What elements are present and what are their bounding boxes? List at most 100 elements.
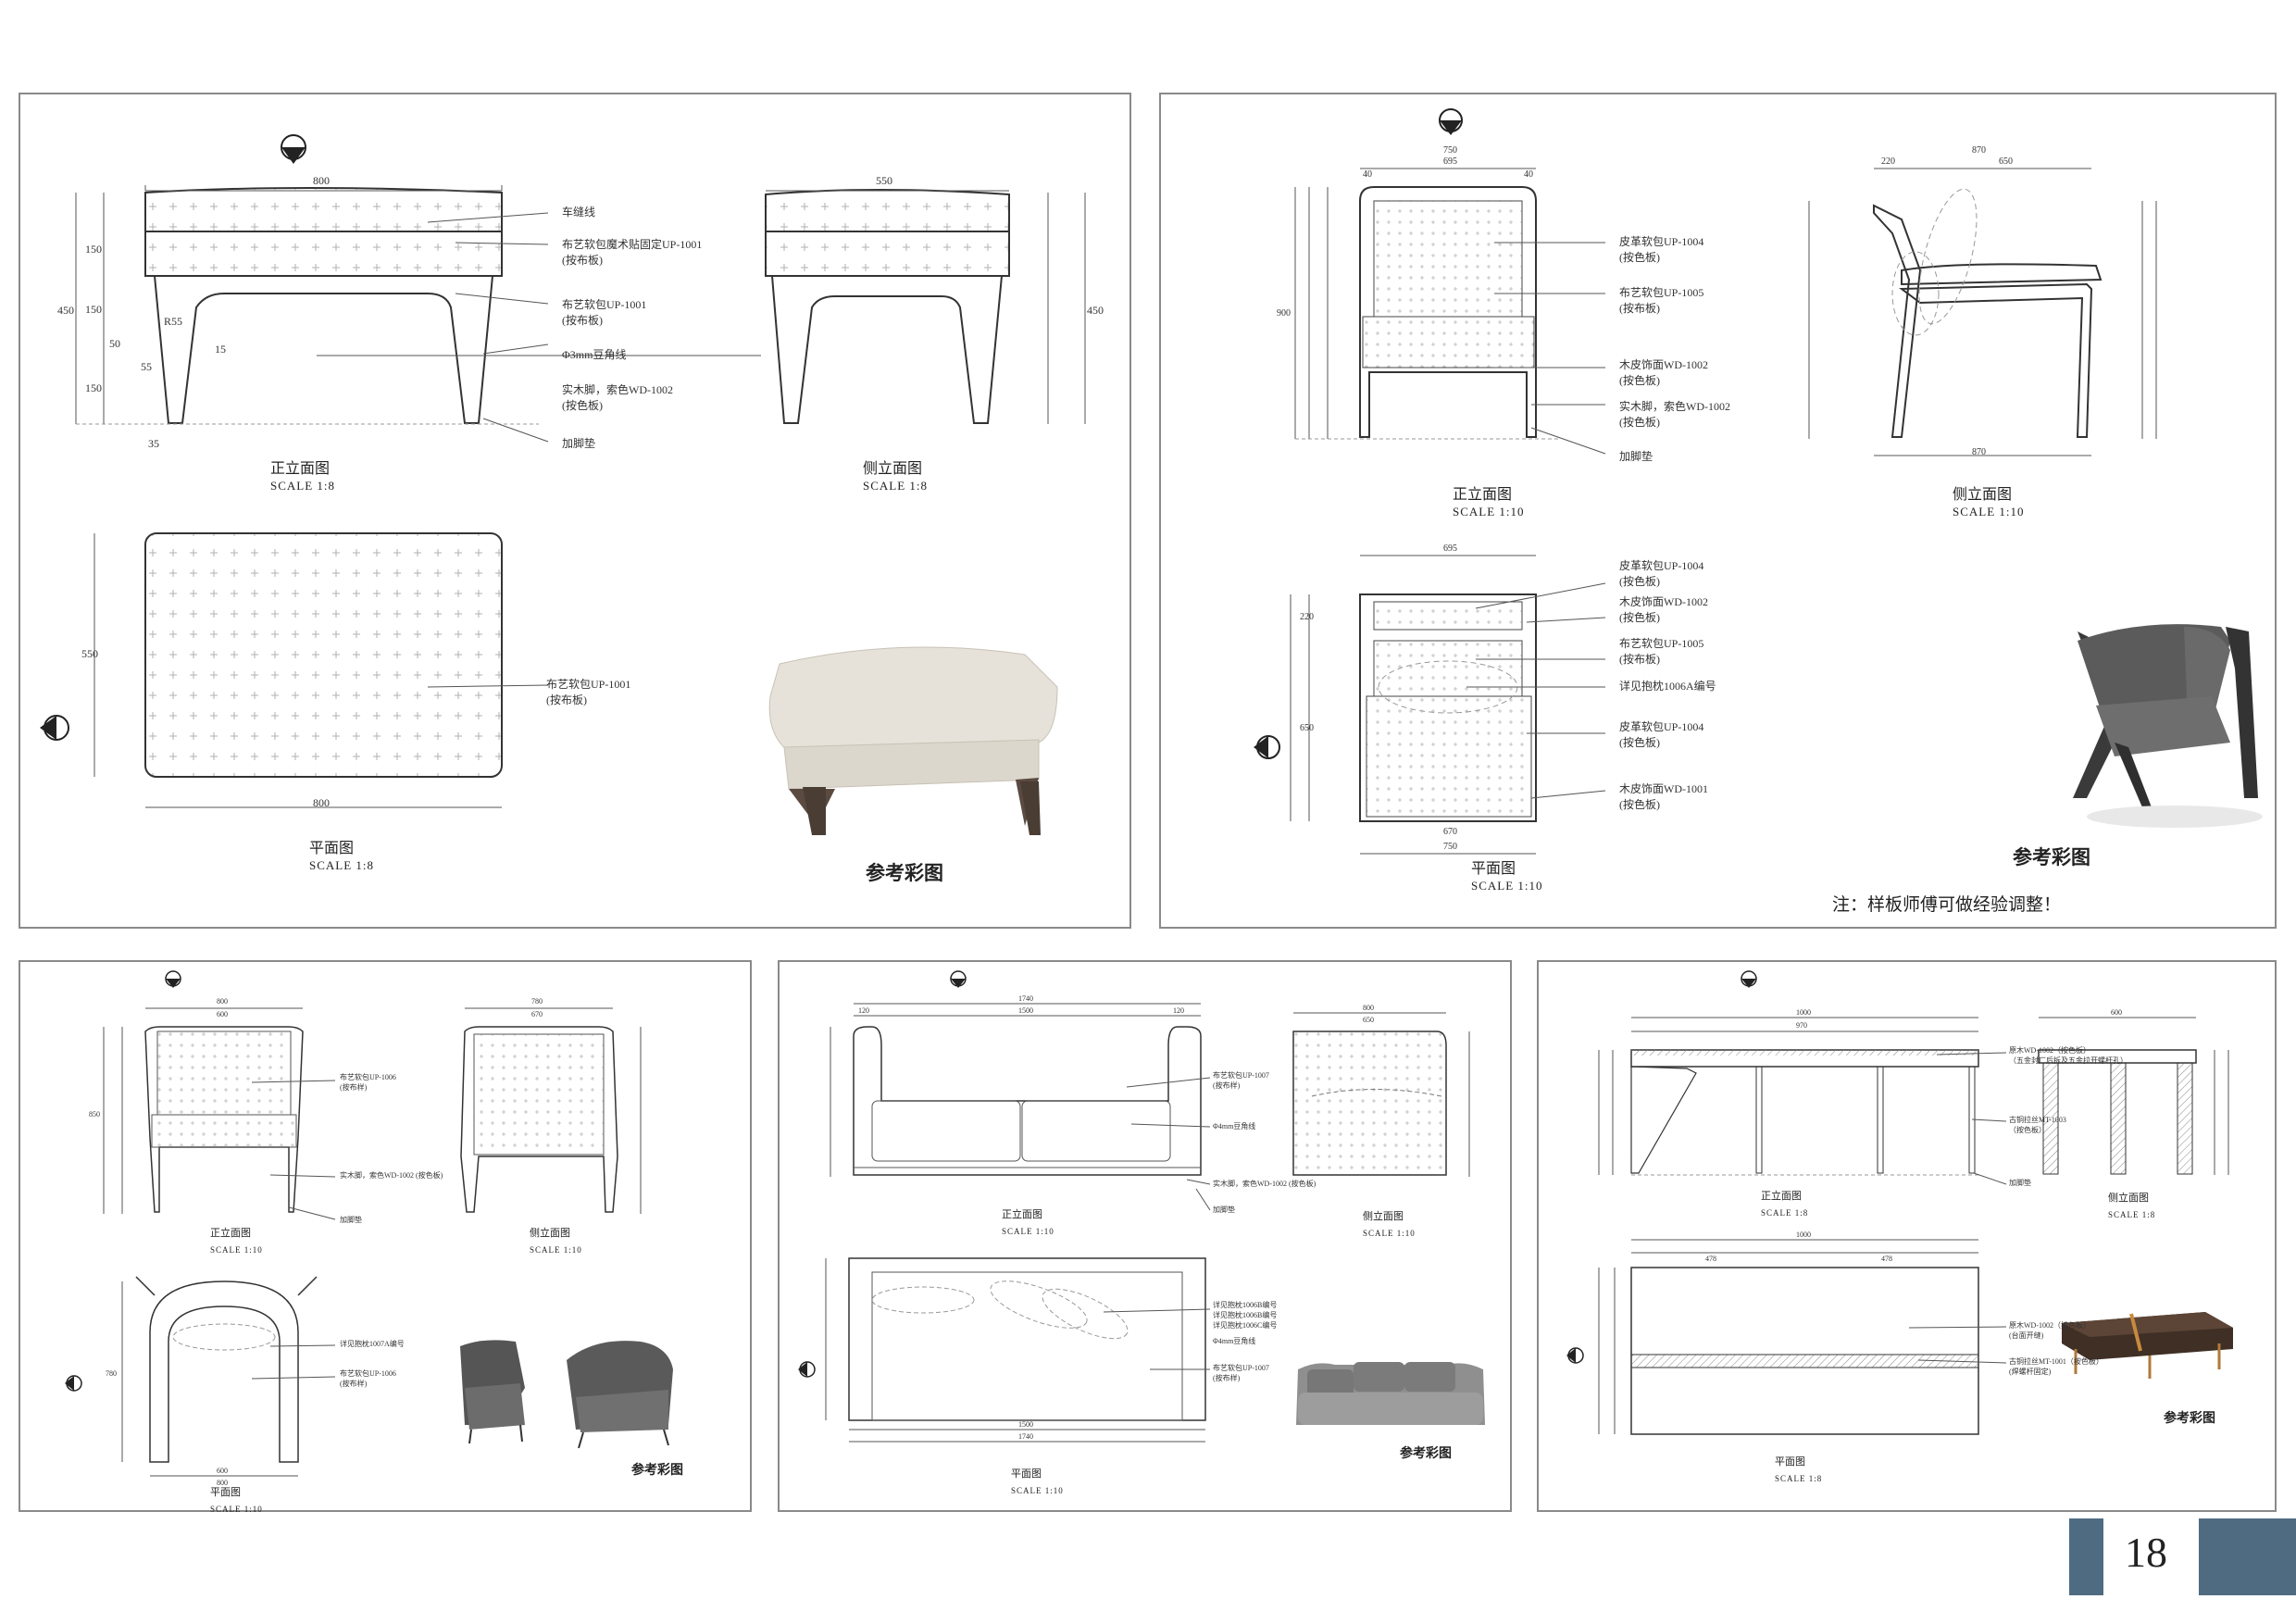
dim-1500: 1500 — [1018, 1006, 1033, 1015]
armchair-leaders — [1494, 242, 1606, 455]
section-marker-b — [1439, 108, 1463, 135]
label-upholstery-up1001: 布艺软包UP-1001 — [562, 298, 647, 311]
dim-800: 800 — [217, 997, 228, 1006]
plan-label-by-color-2: (按色板) — [1619, 611, 1660, 624]
table-plan — [1598, 1239, 2007, 1435]
drawing-panel-coffee-table: 原木WD-1002（按色板） （五金封厂后拆及五金拉开螺杆孔） 古铜拉丝MT-1… — [1537, 960, 2277, 1512]
drawing-panel-ottoman: 车缝线 布艺软包魔术贴固定UP-1001 (按布板) 布艺软包UP-1001 (… — [19, 93, 1131, 929]
caption-sofa-front: 正立面图 SCALE 1:10 — [1002, 1209, 1054, 1236]
plan-label-pillow-2: 详见抱枕1006B编号 — [1213, 1311, 1278, 1319]
caption-lounge-front: 正立面图 SCALE 1:10 — [210, 1228, 263, 1255]
ottoman-reference-photo — [768, 646, 1058, 835]
label-by-sample-2: (按布样) — [340, 1380, 368, 1388]
armchair-front-elevation — [1294, 168, 1559, 440]
caption-sofa-side: 侧立面图 SCALE 1:10 — [1363, 1211, 1416, 1238]
dim-side-870: 870 — [1972, 145, 1986, 156]
plan-label-pillow-1: 详见抱枕1006B编号 — [1213, 1301, 1278, 1309]
label-fabric-up1006: 布艺软包UP-1006 — [340, 1073, 396, 1081]
dim-plan-600: 600 — [217, 1467, 228, 1475]
dim-plan-478-left: 478 — [1705, 1255, 1716, 1263]
label-piping: Φ3mm豆角线 — [562, 348, 627, 361]
caption-armchair-plan: 平面图 SCALE 1:10 — [1471, 861, 1543, 893]
dim-35: 35 — [148, 437, 159, 450]
caption-armchair-side: 侧立面图 SCALE 1:10 — [1953, 487, 2025, 518]
label-by-color: （按色板） — [2009, 1126, 2046, 1134]
table-leaders — [1936, 1052, 2007, 1185]
sofa-plan — [825, 1257, 1211, 1443]
plan-label-pillow-3: 详见抱枕1006C编号 — [1213, 1321, 1278, 1330]
caption-armchair-front: 正立面图 SCALE 1:10 — [1453, 487, 1525, 518]
lounge-chair-drawing — [65, 970, 673, 1477]
label-foot-pad: 加脚垫 — [2009, 1179, 2031, 1187]
label-veneer-wd1002: 木皮饰面WD-1002 — [1619, 358, 1708, 371]
dim-plan-478-right: 478 — [1881, 1255, 1892, 1263]
section-marker-b — [1741, 970, 1757, 988]
ottoman-drawing — [40, 134, 1086, 835]
label-by-fabric-2: (按布板) — [562, 314, 603, 327]
dim-plan-695: 695 — [1443, 543, 1457, 554]
reference-image-label: 参考彩图 — [631, 1463, 683, 1478]
lounge-plan — [121, 1276, 336, 1477]
section-marker-c — [1254, 735, 1280, 759]
label-by-sample-1: (按布样) — [1213, 1081, 1241, 1090]
label-wood-wd1002: 原木WD-1002（按色板） — [2009, 1046, 2090, 1055]
plan-label-leather-2: 皮革软包UP-1004 — [1619, 720, 1704, 733]
caption-ottoman-side: 侧立面图 SCALE 1:8 — [863, 461, 929, 493]
dim-side-600: 600 — [2111, 1008, 2122, 1017]
label-foot-pad: 加脚垫 — [1619, 450, 1653, 463]
label-wood-leg: 实木脚，索色WD-1002 — [562, 383, 673, 396]
ottoman-side-elevation — [765, 189, 1086, 424]
ottoman-plan — [94, 532, 549, 808]
section-marker-c — [65, 1375, 82, 1392]
caption-lounge-side: 侧立面图 SCALE 1:10 — [530, 1228, 582, 1255]
label-wood-leg: 实木脚，索色WD-1002 — [1619, 400, 1730, 413]
lounge-front-elevation — [103, 1007, 304, 1214]
dim-plan-650: 650 — [1300, 723, 1314, 733]
dim-side-220: 220 — [1881, 156, 1895, 167]
page-number: 18 — [2125, 1529, 2167, 1576]
dim-plan-670: 670 — [1443, 827, 1457, 837]
label-wood-leg: 实木脚，索色WD-1002 (按色板) — [340, 1171, 443, 1180]
dim-40-left: 40 — [1363, 169, 1372, 180]
sample-maker-note: 注：样板师傅可做经验调整！ — [1832, 895, 2062, 915]
plan-label-by-color-3: (按色板) — [1619, 736, 1660, 749]
dim-55: 55 — [141, 360, 152, 373]
plan-label-by-sample: (按布样) — [1213, 1374, 1241, 1382]
dim-plan-750: 750 — [1443, 842, 1457, 852]
dim-plan-220: 220 — [1300, 612, 1314, 622]
dim-670: 670 — [531, 1010, 543, 1018]
dim-150-top: 150 — [85, 243, 102, 256]
drawing-panel-lounge-chair: 布艺软包UP-1006 (按布样) 实木脚，索色WD-1002 (按色板) 加脚… — [19, 960, 752, 1514]
plan-label-leather-1: 皮革软包UP-1004 — [1619, 559, 1704, 572]
armchair-plan — [1290, 555, 1537, 855]
label-stitch-line: 车缝线 — [562, 206, 596, 219]
reference-image-label: 参考彩图 — [2013, 846, 2090, 868]
plan-label-by-color-4: (按色板) — [1619, 798, 1660, 811]
lounge-reference-photo — [460, 1340, 673, 1449]
plan-label-veneer-1: 木皮饰面WD-1002 — [1619, 595, 1708, 608]
section-marker-b — [281, 134, 306, 164]
ottoman-leaders — [317, 212, 761, 443]
label-bronze-mt1003: 古铜拉丝MT-1003 — [2009, 1116, 2066, 1124]
lounge-leaders — [251, 1080, 336, 1220]
dim-900: 900 — [1277, 308, 1291, 319]
footer-accent-left — [2069, 1518, 2103, 1595]
label-upholstery-velcro: 布艺软包魔术贴固定UP-1001 — [562, 238, 703, 251]
plan-label-by-fabric: (按布板) — [1619, 653, 1660, 666]
plan-label-groove: (台面开缝) — [2009, 1331, 2044, 1340]
dim-side-width: 550 — [876, 174, 892, 187]
section-marker-b — [165, 970, 181, 988]
armchair-drawing — [1254, 108, 2263, 855]
dim-plan-width: 800 — [313, 796, 330, 809]
plan-label-wood: 原木WD-1002（按色板） — [2009, 1321, 2090, 1330]
label-wood-leg: 实木脚，索色WD-1002 (按色板) — [1213, 1180, 1316, 1188]
label-fabric-up1006-plan: 布艺软包UP-1006 — [340, 1369, 396, 1378]
caption-sofa-plan: 平面图 SCALE 1:10 — [1011, 1468, 1064, 1495]
section-marker-b — [950, 970, 967, 988]
dim-150-low: 150 — [85, 381, 102, 394]
armchair-plan-leaders — [1466, 582, 1606, 799]
label-by-color-1: (按色板) — [562, 399, 603, 412]
sofa-leaders — [1126, 1077, 1211, 1211]
caption-table-plan: 平面图 SCALE 1:8 — [1775, 1456, 1823, 1483]
label-foot-pad: 加脚垫 — [562, 437, 596, 450]
